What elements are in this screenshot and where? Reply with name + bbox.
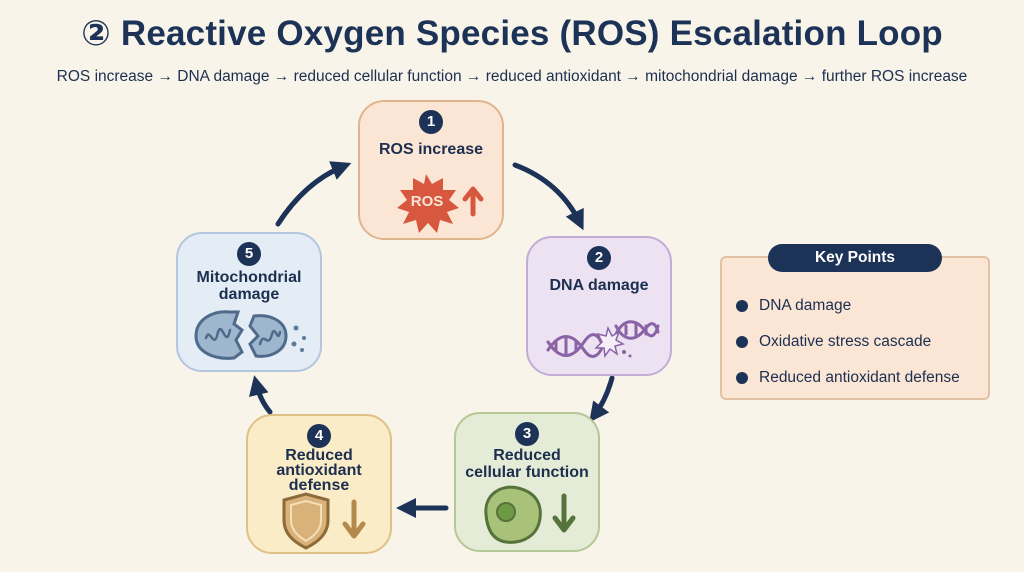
step-label-line-2: cellular function <box>465 464 589 481</box>
shield-icon <box>282 492 330 550</box>
step-number-badge: 3 <box>515 422 539 446</box>
ros-burst-label: ROS <box>411 193 444 210</box>
shield-down-arrow-icon <box>282 492 366 550</box>
bullet-icon <box>736 300 748 312</box>
step-label-line-2: damage <box>218 286 280 303</box>
step-3-reduced-cellular-function: 3 Reduced cellular function <box>454 412 600 552</box>
mitochondrion-right-half <box>248 314 288 358</box>
nucleus-icon <box>496 502 516 522</box>
down-arrow-icon <box>342 499 366 539</box>
bullet-icon <box>736 372 748 384</box>
key-point-item: Reduced antioxidant defense <box>736 360 960 396</box>
step-label-line-1: Mitochondrial <box>196 269 302 286</box>
arrow-5-to-1 <box>275 161 352 227</box>
down-arrow-icon <box>552 493 576 533</box>
key-points-list: DNA damage Oxidative stress cascade Redu… <box>736 288 960 396</box>
step-label-line-1: Reduced <box>285 447 353 464</box>
step-label-line-1: Reduced <box>493 447 561 464</box>
key-point-item: Oxidative stress cascade <box>736 324 960 360</box>
key-points-panel: Key Points DNA damage Oxidative stress c… <box>720 244 990 400</box>
cell-down-arrow-icon <box>484 485 576 544</box>
key-point-item: DNA damage <box>736 288 960 324</box>
up-arrow-icon <box>462 186 484 217</box>
step-label-line-2: antioxidant <box>276 462 362 479</box>
step-label: DNA damage <box>549 277 649 294</box>
step-number-badge: 4 <box>307 424 331 448</box>
step-label-line-3: defense <box>288 477 350 494</box>
step-5-mitochondrial-damage: 5 Mitochondrial damage <box>176 232 322 372</box>
break-spark-icon <box>594 325 625 358</box>
step-number-badge: 1 <box>419 110 443 134</box>
key-point-text: Oxidative stress cascade <box>759 333 932 350</box>
arrow-4-to-5 <box>249 375 273 415</box>
key-point-text: Reduced antioxidant defense <box>759 369 960 386</box>
step-4-reduced-antioxidant-defense: 4 Reduced antioxidant defense <box>246 414 392 554</box>
step-1-ros-increase: 1 ROS increase ROS <box>358 100 504 240</box>
broken-dna-icon <box>546 320 660 358</box>
arrow-2-to-3 <box>589 375 615 423</box>
key-point-text: DNA damage <box>759 297 852 314</box>
step-number-badge: 2 <box>587 246 611 270</box>
page-subtitle: ROS increase → DNA damage → reduced cell… <box>56 68 968 85</box>
step-label: ROS increase <box>378 141 484 158</box>
key-points-title: Key Points <box>768 244 942 272</box>
broken-mitochondrion-icon <box>194 310 306 360</box>
step-number-badge: 5 <box>237 242 261 266</box>
bullet-icon <box>736 336 748 348</box>
page-title: ② Reactive Oxygen Species (ROS) Escalati… <box>81 14 943 53</box>
ros-burst-shape <box>397 174 459 233</box>
step-2-dna-damage: 2 DNA damage <box>526 236 672 376</box>
mitochondrion-left-half <box>194 310 244 360</box>
arrow-1-to-2 <box>512 162 584 231</box>
ros-burst-up-arrow-icon: ROS <box>397 174 484 233</box>
